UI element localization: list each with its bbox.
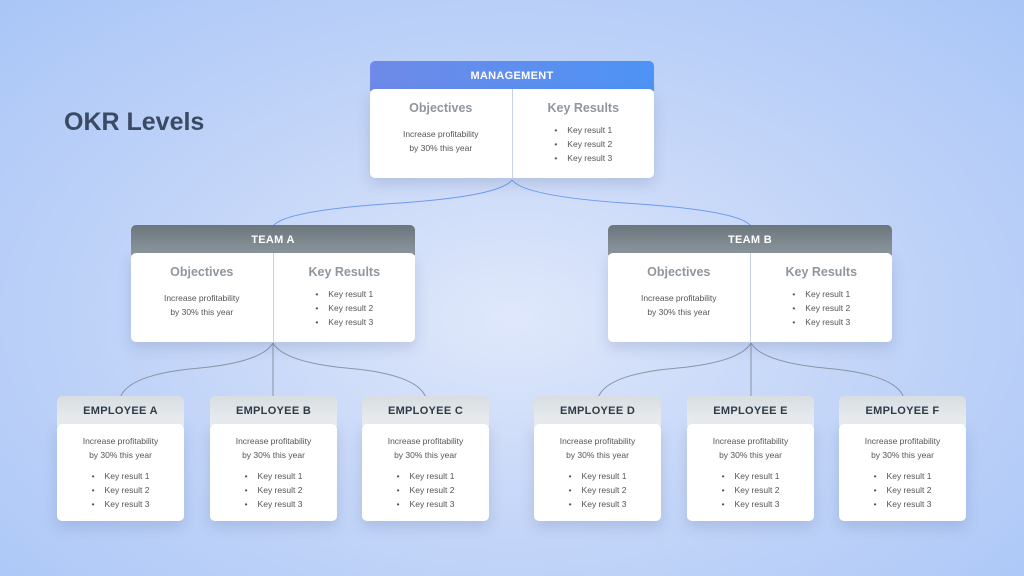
key-results-title: Key Results: [547, 101, 620, 115]
key-result-item: Key result 2: [874, 483, 932, 497]
team-b-card: TEAM B Objectives Increase profitability…: [608, 225, 892, 342]
key-result-item: Key result 1: [245, 469, 303, 483]
team-a-card: TEAM A Objectives Increase profitability…: [131, 225, 415, 342]
team-b-header: TEAM B: [608, 225, 892, 255]
management-card: MANAGEMENT Objectives Increase profitabi…: [370, 61, 654, 178]
employee-f-header: EMPLOYEE F: [839, 396, 966, 426]
objective-text: by 30% this year: [871, 450, 934, 460]
key-result-item: Key result 2: [722, 483, 780, 497]
key-result-item: Key result 3: [874, 497, 932, 511]
key-result-item: Key result 2: [315, 301, 373, 315]
employee-d-card: EMPLOYEE D Increase profitability by 30%…: [534, 396, 661, 521]
objective-text: Increase profitability: [402, 129, 479, 139]
objective-text: by 30% this year: [170, 307, 234, 317]
team-b-objectives: Objectives Increase profitability by 30%…: [608, 253, 750, 342]
key-result-item: Key result 1: [397, 469, 455, 483]
key-result-item: Key result 3: [245, 497, 303, 511]
objective-text: Increase profitability: [82, 436, 159, 446]
page-title: OKR Levels: [64, 108, 205, 136]
management-key-results: Key Results Key result 1 Key result 2 Ke…: [511, 89, 655, 178]
key-result-item: Key result 1: [722, 469, 780, 483]
objective-text: by 30% this year: [719, 450, 782, 460]
employee-c-header: EMPLOYEE C: [362, 396, 489, 426]
key-result-item: Key result 2: [554, 137, 612, 151]
key-result-item: Key result 3: [792, 315, 850, 329]
connector-management-team-a: [272, 179, 513, 227]
key-results-title: Key Results: [785, 265, 858, 279]
management-objectives: Objectives Increase profitability by 30%…: [370, 89, 512, 178]
objective-text: Increase profitability: [864, 436, 941, 446]
team-a-objectives: Objectives Increase profitability by 30%…: [131, 253, 273, 342]
objective-text: Increase profitability: [163, 293, 240, 303]
key-result-item: Key result 3: [397, 497, 455, 511]
employee-a-header: EMPLOYEE A: [57, 396, 184, 426]
team-a-header: TEAM A: [131, 225, 415, 255]
objectives-title: Objectives: [170, 265, 234, 279]
objective-text: Increase profitability: [235, 436, 312, 446]
management-header: MANAGEMENT: [370, 61, 654, 91]
team-a-key-results: Key Results Key result 1 Key result 2 Ke…: [272, 253, 416, 342]
team-b-key-results: Key Results Key result 1 Key result 2 Ke…: [749, 253, 893, 342]
objective-text: Increase profitability: [387, 436, 464, 446]
connector-team-b-employee-d: [597, 342, 752, 399]
key-result-item: Key result 1: [92, 469, 150, 483]
objective-text: by 30% this year: [566, 450, 629, 460]
employee-d-header: EMPLOYEE D: [534, 396, 661, 426]
key-result-item: Key result 2: [792, 301, 850, 315]
key-result-item: Key result 3: [554, 151, 612, 165]
key-result-item: Key result 1: [569, 469, 627, 483]
key-result-item: Key result 1: [554, 123, 612, 137]
objective-text: by 30% this year: [647, 307, 711, 317]
objectives-title: Objectives: [647, 265, 711, 279]
employee-a-card: EMPLOYEE A Increase profitability by 30%…: [57, 396, 184, 521]
objective-text: by 30% this year: [409, 143, 473, 153]
key-result-item: Key result 2: [569, 483, 627, 497]
employee-c-card: EMPLOYEE C Increase profitability by 30%…: [362, 396, 489, 521]
employee-b-card: EMPLOYEE B Increase profitability by 30%…: [210, 396, 337, 521]
key-result-item: Key result 3: [315, 315, 373, 329]
key-result-item: Key result 1: [792, 287, 850, 301]
connector-team-a-employee-a: [119, 342, 274, 399]
objectives-title: Objectives: [409, 101, 473, 115]
employee-e-card: EMPLOYEE E Increase profitability by 30%…: [687, 396, 814, 521]
key-result-item: Key result 1: [315, 287, 373, 301]
employee-f-card: EMPLOYEE F Increase profitability by 30%…: [839, 396, 966, 521]
employee-e-header: EMPLOYEE E: [687, 396, 814, 426]
employee-b-header: EMPLOYEE B: [210, 396, 337, 426]
key-result-item: Key result 2: [245, 483, 303, 497]
key-result-item: Key result 3: [722, 497, 780, 511]
objective-text: Increase profitability: [712, 436, 789, 446]
objective-text: Increase profitability: [640, 293, 717, 303]
key-result-item: Key result 2: [397, 483, 455, 497]
objective-text: Increase profitability: [559, 436, 636, 446]
connector-management-team-b: [511, 179, 752, 227]
key-result-item: Key result 3: [569, 497, 627, 511]
key-result-item: Key result 2: [92, 483, 150, 497]
objective-text: by 30% this year: [89, 450, 152, 460]
key-result-item: Key result 1: [874, 469, 932, 483]
connector-team-b-employee-f: [750, 342, 905, 399]
key-result-item: Key result 3: [92, 497, 150, 511]
objective-text: by 30% this year: [394, 450, 457, 460]
objective-text: by 30% this year: [242, 450, 305, 460]
connector-team-a-employee-c: [272, 342, 427, 399]
key-results-title: Key Results: [308, 265, 381, 279]
